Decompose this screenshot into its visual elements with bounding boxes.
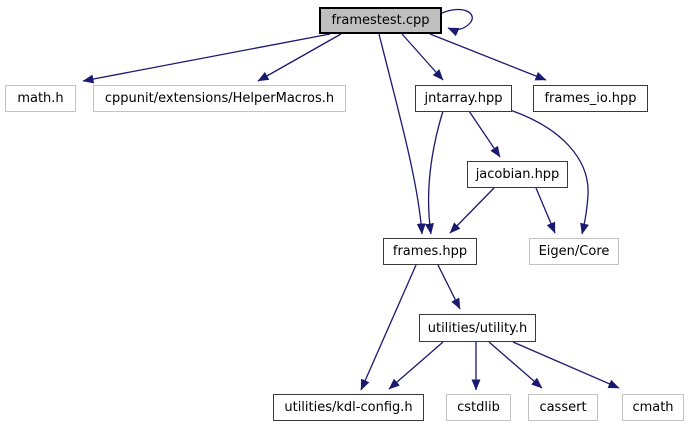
edge-framestest-selfloop <box>441 8 473 37</box>
node-cmath: cmath <box>622 394 684 421</box>
edge-jacobian-frames <box>449 187 495 234</box>
edge-utility-cassert <box>488 341 543 389</box>
edge-framestest-framesio <box>429 33 547 81</box>
edge-framestest-jntarray <box>401 33 444 81</box>
node-cassert: cassert <box>528 394 598 421</box>
edge-jntarray-eigen <box>509 109 589 235</box>
node-cppunit-helpermacros-h: cppunit/extensions/HelperMacros.h <box>93 85 346 112</box>
node-jntarray-hpp[interactable]: jntarray.hpp <box>415 85 512 112</box>
node-eigen-core: Eigen/Core <box>529 238 619 265</box>
edge-frames-kdlconfig <box>360 264 417 391</box>
edge-framestest-helpermacros <box>257 33 342 82</box>
edge-frames-utility <box>437 264 461 310</box>
node-jacobian-hpp[interactable]: jacobian.hpp <box>467 161 568 188</box>
node-utilities-kdl-config-h[interactable]: utilities/kdl-config.h <box>273 394 424 421</box>
edge-jntarray-jacobian <box>468 110 501 158</box>
node-math-h: math.h <box>5 85 76 112</box>
node-frames-io-hpp[interactable]: frames_io.hpp <box>533 85 648 112</box>
node-utilities-utility-h[interactable]: utilities/utility.h <box>419 314 536 342</box>
node-framestest-cpp: framestest.cpp <box>319 7 442 34</box>
edge-jntarray-frames <box>425 110 444 235</box>
edge-framestest-math <box>82 33 331 84</box>
edge-utility-kdlconfig <box>388 341 444 390</box>
edge-framestest-frames <box>378 33 426 235</box>
node-cstdlib: cstdlib <box>446 394 511 421</box>
edge-jacobian-eigen <box>535 187 556 234</box>
node-frames-hpp[interactable]: frames.hpp <box>383 238 477 265</box>
edge-utility-cmath <box>512 341 620 389</box>
